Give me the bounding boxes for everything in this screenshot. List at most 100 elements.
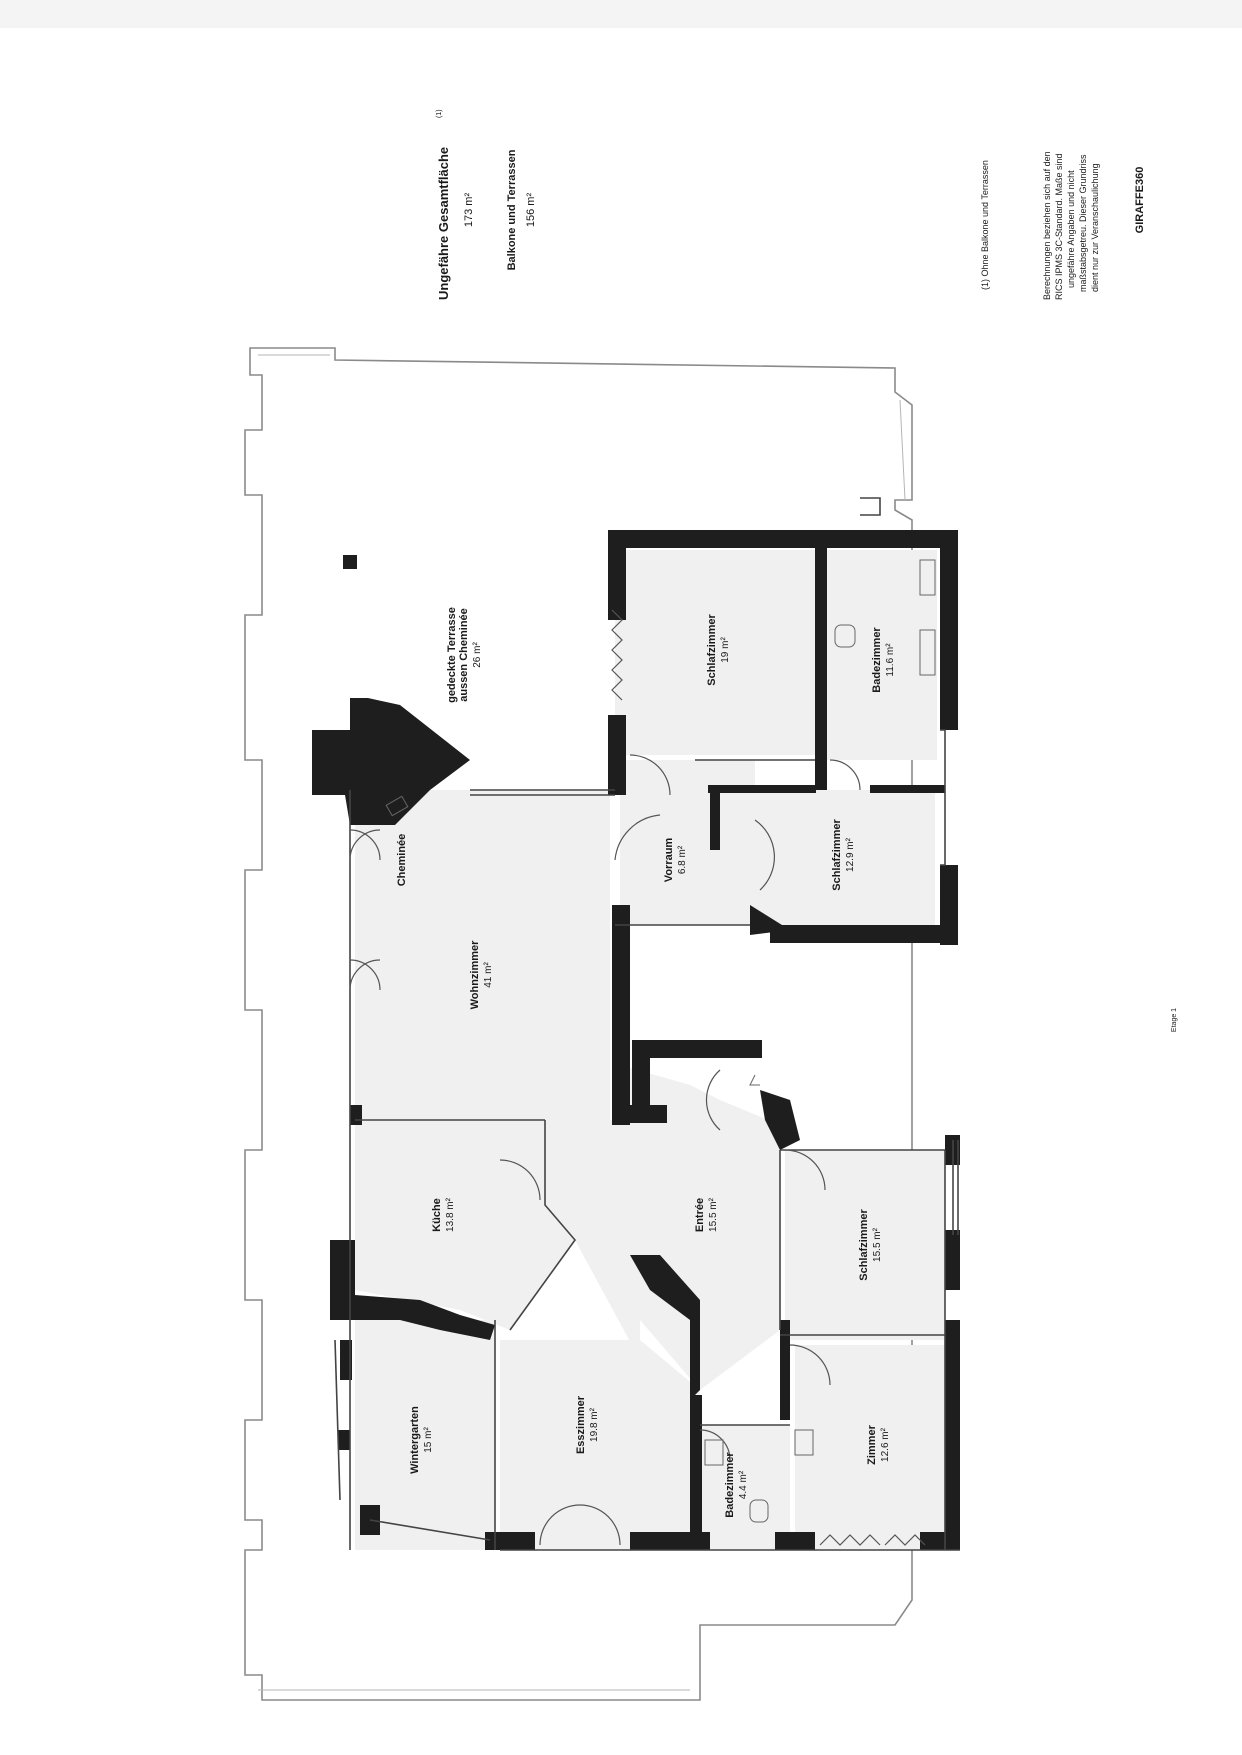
toilet-bad1 <box>834 624 856 648</box>
disclaimer-line-3: ungefähre Angaben und nicht <box>1066 170 1076 288</box>
wall-east-lower-3 <box>945 1320 960 1550</box>
disclaimer-line-2: RICS IPMS 3C-Standard. Maße sind <box>1054 153 1064 300</box>
fill-esszimmer <box>500 1340 700 1550</box>
toilet-bad2 <box>749 1499 769 1523</box>
wall-kueche-south <box>330 1240 495 1340</box>
window-schlaf2 <box>940 729 946 866</box>
balcony-outline <box>244 347 913 1701</box>
label-esszimmer-area: 19.8 m² <box>589 1407 600 1442</box>
door-kueche <box>499 1159 541 1201</box>
room-labels: gedeckte Terrasse aussen Cheminée 26 m² … <box>396 607 896 1518</box>
label-entree-name: Entrée <box>694 1198 706 1232</box>
footnote-text: (1) Ohne Balkone und Terrassen <box>980 160 990 290</box>
wintergarten-post <box>340 1340 352 1380</box>
wall-corner-1 <box>750 905 790 935</box>
label-zimmer-name: Zimmer <box>866 1424 878 1464</box>
window-wintergarten-west <box>334 1339 341 1501</box>
wall-bath2-west <box>690 1395 702 1540</box>
sink-zimmer <box>794 1429 814 1456</box>
folding-door-zimmer-1 <box>819 1534 881 1546</box>
floor-fills <box>355 550 945 1550</box>
sink-bad2 <box>704 1439 724 1466</box>
terrace-shower <box>860 497 881 516</box>
window-wintergarten <box>369 1519 491 1541</box>
door-schlaf3 <box>784 1149 826 1191</box>
label-schlafzimmer-3-name: Schlafzimmer <box>858 1209 870 1281</box>
wall-bedroom-west-lower <box>608 715 626 795</box>
wall-east-lower-2 <box>945 1230 960 1290</box>
wall-wohn-west-stub <box>350 1105 362 1125</box>
door-bad1 <box>829 759 861 791</box>
fill-entree <box>545 1065 780 1390</box>
disclaimer-line-4: maßstabsgetreu. Dieser Grundriss <box>1078 154 1088 292</box>
summary-total-footnote-mark: (1) <box>436 109 443 118</box>
label-wohnzimmer-name: Wohnzimmer <box>469 940 481 1010</box>
brand-name: GIRAFFE360 <box>1134 167 1146 234</box>
summary-total-value: 173 m² <box>463 193 475 228</box>
wall-kueche-east <box>509 1120 577 1331</box>
disclaimer-line-1: Berechnungen beziehen sich auf den <box>1042 151 1052 300</box>
door-esszimmer <box>539 1504 621 1546</box>
summary-total-title: Ungefähre Gesamtfläche <box>436 147 451 300</box>
door-schlaf1 <box>629 754 671 796</box>
disclaimer-line-5: dient nur zur Veranschaulichung <box>1090 163 1100 292</box>
wall-corridor-west <box>612 905 630 1125</box>
folding-door-schlaf1 <box>611 609 623 701</box>
entry-arrow <box>749 1074 760 1086</box>
wall-east-upper <box>940 530 958 730</box>
wall-bedroom-west-upper <box>608 530 626 620</box>
label-zimmer-area: 12.6 m² <box>880 1427 891 1462</box>
label-kueche-area: 13.8 m² <box>445 1197 456 1232</box>
fixtures <box>385 559 936 1523</box>
wall-vorraum-top <box>708 785 816 793</box>
fireplace-insert <box>385 795 409 817</box>
folding-door-zimmer-2 <box>884 1534 926 1546</box>
door-wohn-terrace-2 <box>349 959 381 991</box>
fill-schlafzimmer-2 <box>755 790 935 930</box>
wall-bath-west <box>815 530 827 790</box>
terrace-pillar <box>343 555 357 569</box>
label-vorraum-name: Vorraum <box>663 838 675 883</box>
door-entree <box>705 1069 721 1131</box>
fill-badezimmer-1 <box>825 550 937 760</box>
label-wintergarten-area: 15 m² <box>423 1427 434 1453</box>
label-wohnzimmer-area: 41 m² <box>483 962 494 988</box>
fill-wohnzimmer <box>355 790 610 1120</box>
label-wintergarten-name: Wintergarten <box>409 1406 421 1474</box>
wall-bottom-3 <box>775 1532 815 1550</box>
label-badezimmer-1-area: 11.6 m² <box>885 643 896 677</box>
wall-bottom-4 <box>920 1532 960 1550</box>
label-badezimmer-2-area: 4.4 m² <box>738 1470 749 1499</box>
label-schlafzimmer-1-area: 19 m² <box>720 637 731 663</box>
label-badezimmer-1-name: Badezimmer <box>871 627 883 693</box>
fill-kueche <box>355 1120 575 1330</box>
door-zimmer <box>789 1344 831 1386</box>
door-vorraum-west <box>614 814 661 861</box>
label-terrasse-area: 26 m² <box>472 642 483 668</box>
wall-zimmer-west <box>780 1320 790 1420</box>
wall-entree-corner <box>760 1090 800 1150</box>
scan-top-band <box>0 0 1242 28</box>
label-esszimmer-name: Esszimmer <box>575 1395 587 1454</box>
wall-schlaf2-bottom <box>770 925 955 943</box>
disclaimer-block: Berechnungen beziehen sich auf den RICS … <box>1042 151 1146 300</box>
label-kueche-name: Küche <box>431 1198 443 1232</box>
wall-vorraum-closet <box>710 790 720 850</box>
wall-corridor-jog <box>632 1040 762 1058</box>
label-badezimmer-2-name: Badezimmer <box>724 1452 736 1518</box>
fireplace-mass <box>312 698 470 825</box>
door-schlaf2 <box>754 819 775 891</box>
wall-corridor-bottom <box>612 1105 667 1123</box>
area-summary: Ungefähre Gesamtfläche (1) 173 m² Balkon… <box>436 109 537 300</box>
label-terrasse-name2: aussen Cheminée <box>458 608 470 702</box>
page-label: Etage 1 <box>1171 1008 1178 1032</box>
fill-zimmer <box>795 1345 945 1550</box>
label-schlafzimmer-2-name: Schlafzimmer <box>831 819 843 891</box>
label-terrasse-name1: gedeckte Terrasse <box>446 607 458 703</box>
fill-schlafzimmer-1 <box>615 550 815 755</box>
fill-badezimmer-2 <box>700 1425 790 1550</box>
wall-top-bedroom <box>608 530 958 548</box>
door-wohn-terrace-1 <box>349 829 381 861</box>
label-schlafzimmer-1-name: Schlafzimmer <box>706 614 718 686</box>
sink-bad1 <box>919 559 936 596</box>
